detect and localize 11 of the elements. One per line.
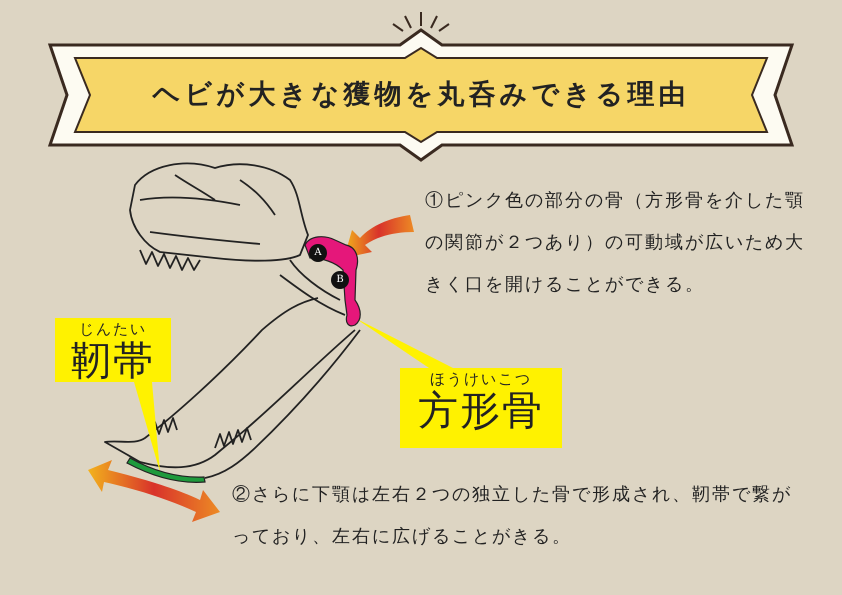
- furigana: ほうけいこつ: [429, 370, 533, 388]
- label-tag: [55, 318, 171, 382]
- title: ヘビが大きな獲物を丸呑みできる理由: [151, 78, 690, 112]
- ligament-drawing: [126, 457, 206, 483]
- marker-dot: B: [331, 271, 349, 289]
- term-label: 靭帯: [70, 338, 156, 384]
- furigana: じんたい: [78, 320, 148, 338]
- description-text: ②さらに下顎は左右２つの独立した骨で形成され、靭帯で繋がっており、左右に広げることがきる。: [232, 483, 793, 549]
- description-text: ①ピンク色の部分の骨（方形骨を介した顎の関節が２つあり）の可動域が広いため大きく口を開けることができる。: [425, 189, 806, 297]
- term-label: 方形骨: [417, 388, 545, 434]
- leader-line: [134, 382, 160, 472]
